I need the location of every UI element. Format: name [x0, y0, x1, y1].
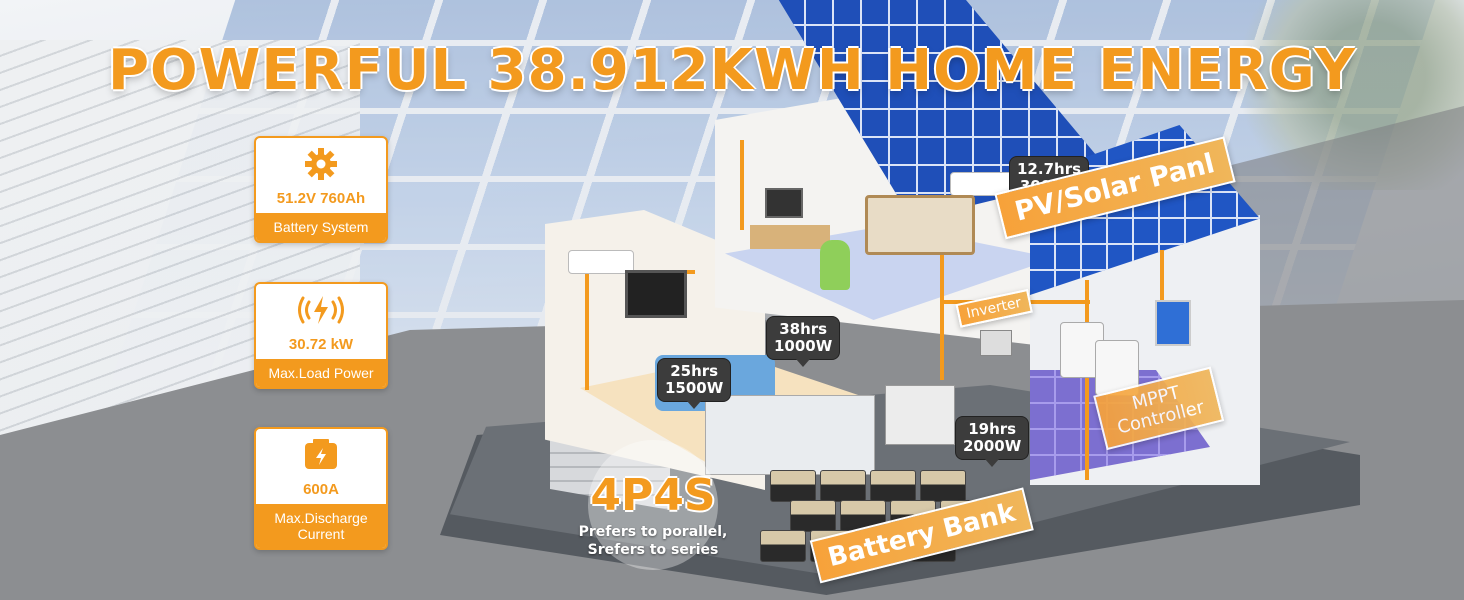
callout-watts: 2000W [963, 437, 1022, 455]
gear-icon [256, 138, 386, 190]
battery-row [770, 470, 966, 502]
air-conditioner-living [568, 250, 634, 274]
mppt-device [1155, 300, 1191, 346]
spec-caption: Battery System [256, 213, 386, 241]
callout-hours: 25hrs [670, 362, 719, 380]
desk [750, 225, 830, 249]
power-wave-icon [256, 284, 386, 336]
page-headline: POWERFUL 38.912KWH HOME ENERGY [107, 38, 1357, 103]
television [625, 270, 687, 318]
configuration-code: 4P4S [590, 470, 716, 521]
configuration-circle [588, 440, 718, 570]
callout-watts: 1500W [665, 379, 724, 397]
wire [740, 140, 744, 230]
wire [1085, 280, 1089, 480]
spec-caption-line: Max.Discharge [274, 510, 368, 526]
kitchen-counter [705, 395, 875, 475]
battery-unit [820, 470, 866, 502]
spec-card-max-load-power: 30.72 kW Max.Load Power [254, 282, 388, 389]
stove [885, 385, 955, 445]
green-chair [820, 240, 850, 290]
callout-fridge-runtime: 38hrs 1000W [766, 316, 841, 367]
callout-microwave-runtime: 25hrs 1500W [657, 358, 732, 409]
configuration-line: Prefers to porallel, [578, 524, 728, 540]
battery-unit [790, 500, 836, 532]
spec-caption: Max.Load Power [256, 359, 386, 387]
spec-card-max-discharge-current: 600A Max.Discharge Current [254, 427, 388, 550]
callout-hours: 12.7hrs [1017, 160, 1082, 178]
battery-unit [770, 470, 816, 502]
callout-watts: 1000W [774, 337, 833, 355]
callout-hours: 38hrs [779, 320, 828, 338]
spec-value: 51.2V 760Ah [276, 190, 366, 207]
spec-value: 600A [303, 481, 339, 498]
configuration-description: Prefers to porallel, Srefers to series [548, 523, 758, 559]
callout-stove-runtime: 19hrs 2000W [955, 416, 1030, 467]
spec-card-battery-system: 51.2V 760Ah Battery System [254, 136, 388, 243]
desktop-monitor [765, 188, 803, 218]
battery-bolt-icon [256, 429, 386, 481]
wire [1160, 250, 1164, 310]
wire [940, 210, 944, 380]
callout-hours: 19hrs [968, 420, 1017, 438]
bed [865, 195, 975, 255]
wire [585, 270, 589, 390]
configuration-line: Srefers to series [587, 542, 719, 558]
spec-value: 30.72 kW [288, 336, 354, 353]
battery-unit [870, 470, 916, 502]
inverter-device [980, 330, 1012, 356]
spec-caption: Max.Discharge Current [256, 504, 386, 548]
battery-unit [920, 470, 966, 502]
spec-caption-line: Current [297, 526, 345, 542]
battery-unit [760, 530, 806, 562]
configuration-badge: 4P4S Prefers to porallel, Srefers to ser… [548, 440, 758, 590]
